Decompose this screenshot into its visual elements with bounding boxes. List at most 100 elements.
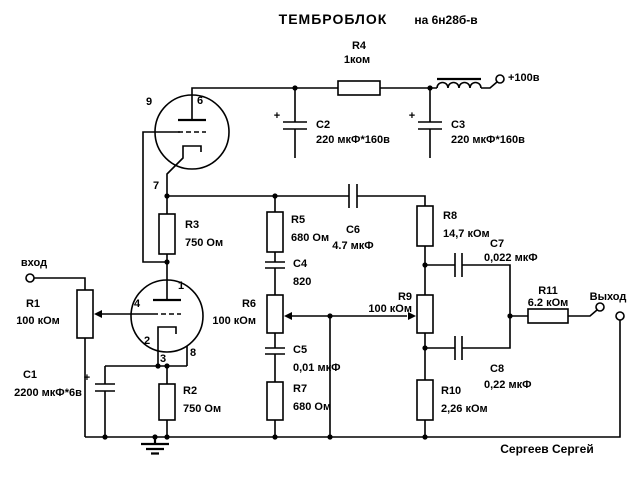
wire [425, 316, 511, 349]
terminal-output-return [615, 311, 625, 321]
wire [425, 264, 511, 316]
pin-v1a-cathode: 7 [153, 180, 159, 192]
wire [34, 277, 86, 290]
pin-v1b-3: 3 [160, 353, 166, 365]
resistor-r8 [416, 205, 434, 247]
label-c4-value: 820 [293, 276, 311, 288]
capacitor-c2 [283, 121, 307, 130]
resistor-body [416, 205, 434, 247]
label-r10-name: R10 [441, 385, 461, 397]
label-r1-value: 100 кОм [16, 315, 60, 327]
page-subtitle: на 6н28б-в [414, 13, 477, 27]
resistor-r4 [337, 80, 381, 96]
capacitor-c8 [454, 336, 463, 360]
label-r3-value: 750 Ом [185, 237, 223, 249]
label-c5-value: 0,01 мкФ [293, 362, 341, 374]
terminal-output [595, 302, 605, 312]
wire [142, 131, 180, 263]
wire [481, 81, 498, 89]
capacitor-c5 [265, 347, 285, 355]
label-c1-name: C1 [23, 369, 37, 381]
capacitor-plates [418, 121, 442, 130]
resistor-r9 [408, 294, 434, 334]
label-r3-name: R3 [185, 219, 199, 231]
resistor-body [416, 379, 434, 421]
terminal-circle [595, 302, 605, 312]
label-r6-value: 100 кОм [212, 315, 256, 327]
label-r9-value: 100 кОм [368, 303, 412, 315]
polarity-plus-c2: + [274, 110, 280, 122]
label-output-terminal: Выход [590, 291, 627, 303]
pin-v1b-cathode: 2 [144, 335, 150, 347]
resistor-r3 [158, 213, 176, 255]
label-r4-name: R4 [352, 40, 367, 52]
tube-cathode [157, 326, 177, 334]
capacitor-c1 [95, 383, 115, 392]
label-c8-name: C8 [490, 363, 504, 375]
capacitor-plates [95, 383, 115, 392]
wire [85, 320, 621, 438]
resistor-r7 [266, 381, 284, 421]
label-c4-name: C4 [293, 258, 308, 270]
terminal-power [495, 74, 505, 84]
terminal-circle [615, 311, 625, 321]
capacitor-plates [265, 261, 285, 269]
label-r7-name: R7 [293, 383, 307, 395]
label-r7-value: 680 Ом [293, 401, 331, 413]
label-power-terminal: +100в [508, 72, 540, 84]
resistor-body [416, 294, 434, 334]
resistor-body [158, 213, 176, 255]
label-c3-value: 220 мкФ*160в [451, 134, 525, 146]
page-title: ТЕМБРОБЛОК [279, 11, 388, 27]
resistor-r5 [266, 211, 284, 253]
polarity-plus-c3: + [409, 110, 415, 122]
capacitor-c4 [265, 261, 285, 269]
label-r2-value: 750 Ом [183, 403, 221, 415]
resistor-body [158, 383, 176, 421]
label-r8-value: 14,7 кОм [443, 228, 490, 240]
pin-v1b-grid: 4 [134, 298, 141, 310]
capacitor-plates [283, 121, 307, 130]
pin-v1a-grid: 9 [146, 96, 152, 108]
tube-envelope [154, 94, 230, 170]
label-r9-name: R9 [398, 291, 412, 303]
label-r10-value: 2,26 кОм [441, 403, 488, 415]
inductor-choke [436, 77, 482, 89]
label-c7-value: 0,022 мкФ [484, 252, 538, 264]
label-r8-name: R8 [443, 210, 457, 222]
label-c8-value: 0,22 мкФ [484, 379, 532, 391]
resistor-body [266, 211, 284, 253]
wires [34, 81, 621, 438]
label-c6-value: 4.7 мкФ [332, 240, 373, 252]
pin-v1b-8: 8 [190, 347, 196, 359]
tube-v1a [154, 94, 230, 170]
capacitor-c6 [348, 184, 358, 208]
label-r2-name: R2 [183, 385, 197, 397]
label-r11-value: 6.2 кОм [528, 297, 569, 309]
terminal-input [25, 273, 35, 283]
potentiometer-wiper-arrow [94, 310, 102, 318]
capacitor-plates [265, 347, 285, 355]
wire [167, 195, 426, 206]
label-r5-name: R5 [291, 214, 305, 226]
terminal-circle [25, 273, 35, 283]
label-r5-value: 680 Ом [291, 232, 329, 244]
label-r1-name: R1 [26, 298, 40, 310]
terminal-circle [495, 74, 505, 84]
resistor-body [266, 294, 284, 334]
resistor-body [76, 289, 94, 339]
resistor-r10 [416, 379, 434, 421]
label-c2-value: 220 мкФ*160в [316, 134, 390, 146]
label-c1-value: 2200 мкФ*6в [14, 387, 82, 399]
label-input-terminal: вход [21, 257, 47, 269]
capacitor-plates [454, 336, 463, 360]
label-r11-name: R11 [538, 285, 558, 297]
ground-icon [141, 437, 169, 455]
potentiometer-wiper-arrow [408, 312, 416, 320]
ground-symbol [141, 437, 169, 455]
resistor-r11 [527, 308, 569, 324]
capacitor-c3 [418, 121, 442, 130]
wire [191, 87, 437, 120]
